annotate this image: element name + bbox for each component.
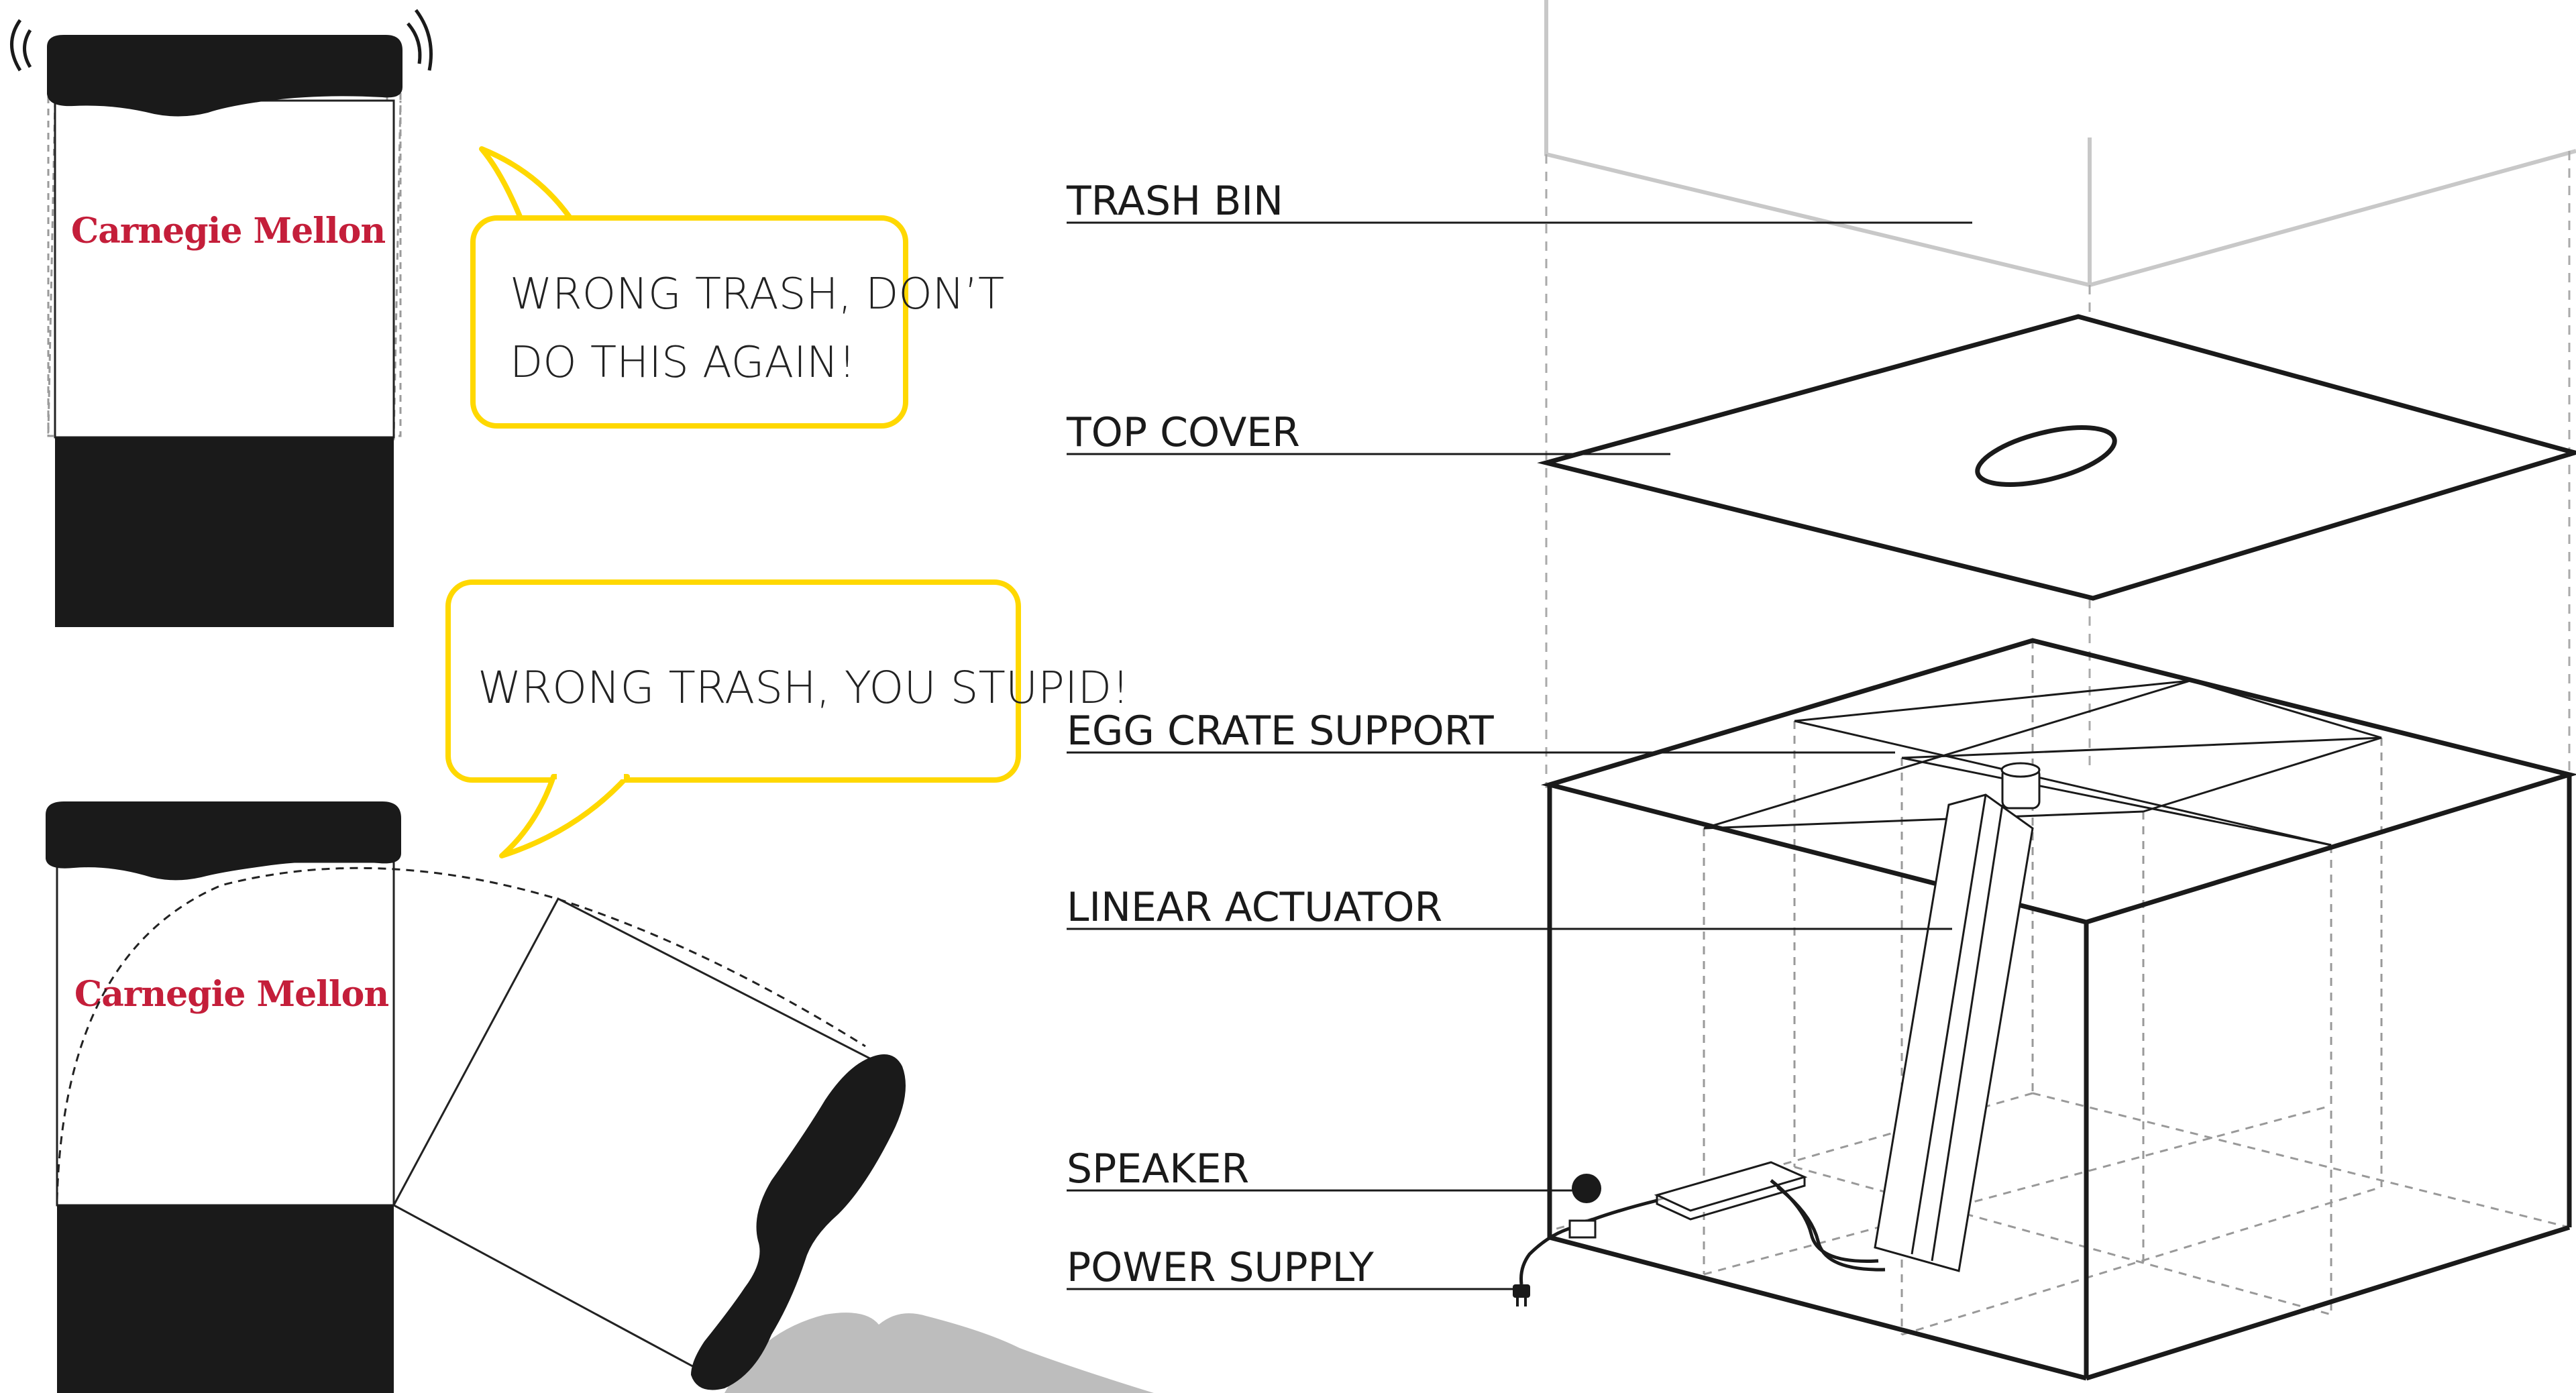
- bin-base: [57, 1205, 394, 1393]
- trash-bin-ghost: [1544, 0, 2576, 288]
- bin-lid: [46, 801, 401, 881]
- label-top-cover: TOP COVER: [1066, 409, 1300, 456]
- label-power-supply: POWER SUPPLY: [1067, 1244, 1374, 1291]
- brand-logo: Carnegie Mellon: [74, 974, 389, 1015]
- bin-body: [56, 860, 395, 1207]
- bin-lid: [47, 35, 402, 117]
- label-speaker: SPEAKER: [1067, 1146, 1249, 1192]
- power-switch: [1568, 1219, 1597, 1239]
- bubble-top-line2: DO THIS AGAIN!: [510, 338, 856, 388]
- bin-base: [55, 437, 394, 627]
- bubble-top-line1: WRONG TRASH, DON’T: [510, 270, 1004, 319]
- cover-hole: [1975, 425, 2117, 487]
- speech-bubble-bottom: WRONG TRASH, YOU STUPID!: [445, 579, 1130, 858]
- plug-icon: [1513, 1284, 1530, 1306]
- linear-actuator: [1874, 762, 2041, 1272]
- tip-arc: [56, 867, 866, 1201]
- alignment-lines: [1545, 151, 2571, 1227]
- speech-bubble-top: WRONG TRASH, DON’T DO THIS AGAIN!: [470, 146, 1004, 429]
- bubble-bottom-line1: WRONG TRASH, YOU STUPID!: [478, 662, 1130, 714]
- tipped-bin-lid: [691, 1054, 906, 1390]
- standing-bin: Carnegie Mellon: [46, 801, 866, 1393]
- cables: [1519, 1179, 1886, 1285]
- tipped-bin: [392, 897, 1154, 1393]
- label-egg-crate-support: EGG CRATE SUPPORT: [1067, 708, 1494, 755]
- shake-marks: [10, 9, 433, 72]
- label-trash-bin: TRASH BIN: [1066, 178, 1283, 225]
- base-box: [1540, 638, 2576, 1381]
- shaking-bin: Carnegie Mellon: [10, 9, 433, 627]
- top-cover: [1537, 314, 2576, 601]
- trash-spill: [724, 1313, 1154, 1393]
- brand-logo: Carnegie Mellon: [71, 211, 386, 252]
- bin-body: [54, 99, 395, 439]
- leader-lines: [1067, 221, 1972, 1290]
- speaker-icon: [1572, 1174, 1601, 1203]
- label-linear-actuator: LINEAR ACTUATOR: [1067, 884, 1442, 931]
